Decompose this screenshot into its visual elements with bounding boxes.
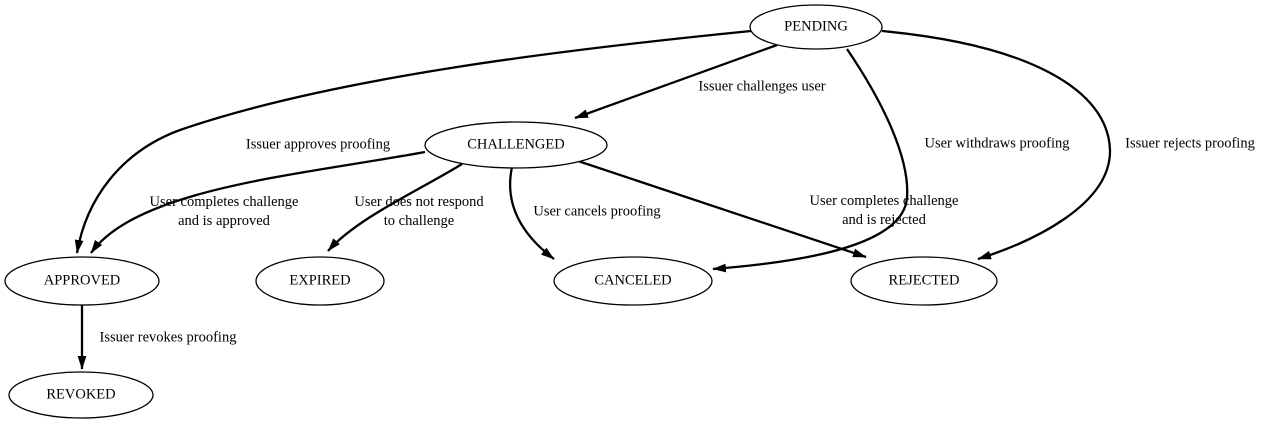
edge-label-line: to challenge	[383, 213, 455, 229]
node-challenged	[424, 121, 608, 169]
edge-label-line: and is rejected	[842, 212, 926, 228]
node-rejected	[850, 256, 998, 306]
edge-label-challenged-approved: User completes challenge and is approved	[150, 193, 299, 231]
node-approved	[4, 256, 160, 306]
edge-label-pending-challenged: Issuer challenges user	[698, 78, 825, 97]
edge-label-pending-rejected: Issuer rejects proofing	[1125, 135, 1255, 154]
edge-label-line: Issuer rejects proofing	[1125, 135, 1255, 152]
edge-label-line: User cancels proofing	[533, 203, 661, 220]
node-expired	[255, 256, 385, 306]
node-label-rejected: REJECTED	[888, 272, 960, 289]
edge-label-line: Issuer approves proofing	[245, 136, 391, 153]
edge-label-line: User completes challenge	[149, 194, 299, 210]
edge-challenged-canceled	[508, 166, 555, 260]
edge-label-challenged-canceled: User cancels proofing	[533, 203, 660, 222]
node-label-challenged: CHALLENGED	[467, 136, 565, 153]
edge-label-line: Issuer revokes proofing	[99, 329, 237, 346]
edge-label-pending-approved: Issuer approves proofing	[246, 136, 390, 155]
node-label-pending: PENDING	[784, 18, 848, 35]
edges-layer	[74, 29, 1112, 370]
node-pending	[749, 4, 883, 50]
edge-label-line: User does not respond	[354, 194, 484, 210]
node-label-expired: EXPIRED	[289, 272, 351, 289]
edge-label-challenged-expired: User does not respond to challenge	[354, 193, 483, 231]
edge-label-line: User completes challenge	[809, 193, 959, 209]
edge-pending-approved	[74, 29, 752, 254]
edge-pending-rejected	[881, 29, 1112, 261]
node-label-approved: APPROVED	[43, 272, 121, 289]
edge-challenged-rejected	[577, 159, 867, 259]
nodes-layer	[4, 4, 998, 419]
edge-label-line: and is approved	[178, 213, 270, 229]
edge-label-line: User withdraws proofing	[924, 135, 1070, 152]
edge-challenged-approved	[90, 150, 426, 254]
edge-label-challenged-rejected: User completes challenge and is rejected	[810, 192, 959, 230]
node-label-revoked: REVOKED	[46, 386, 116, 403]
edge-label-pending-canceled: User withdraws proofing	[925, 135, 1070, 154]
edge-label-approved-revoked: Issuer revokes proofing	[100, 329, 237, 348]
edge-challenged-expired	[327, 163, 463, 252]
node-revoked	[8, 371, 154, 419]
edge-pending-canceled	[712, 48, 909, 273]
node-canceled	[553, 256, 713, 306]
node-label-canceled: CANCELED	[594, 272, 672, 289]
edge-label-line: Issuer challenges user	[698, 78, 826, 95]
edge-pending-challenged	[574, 43, 778, 120]
